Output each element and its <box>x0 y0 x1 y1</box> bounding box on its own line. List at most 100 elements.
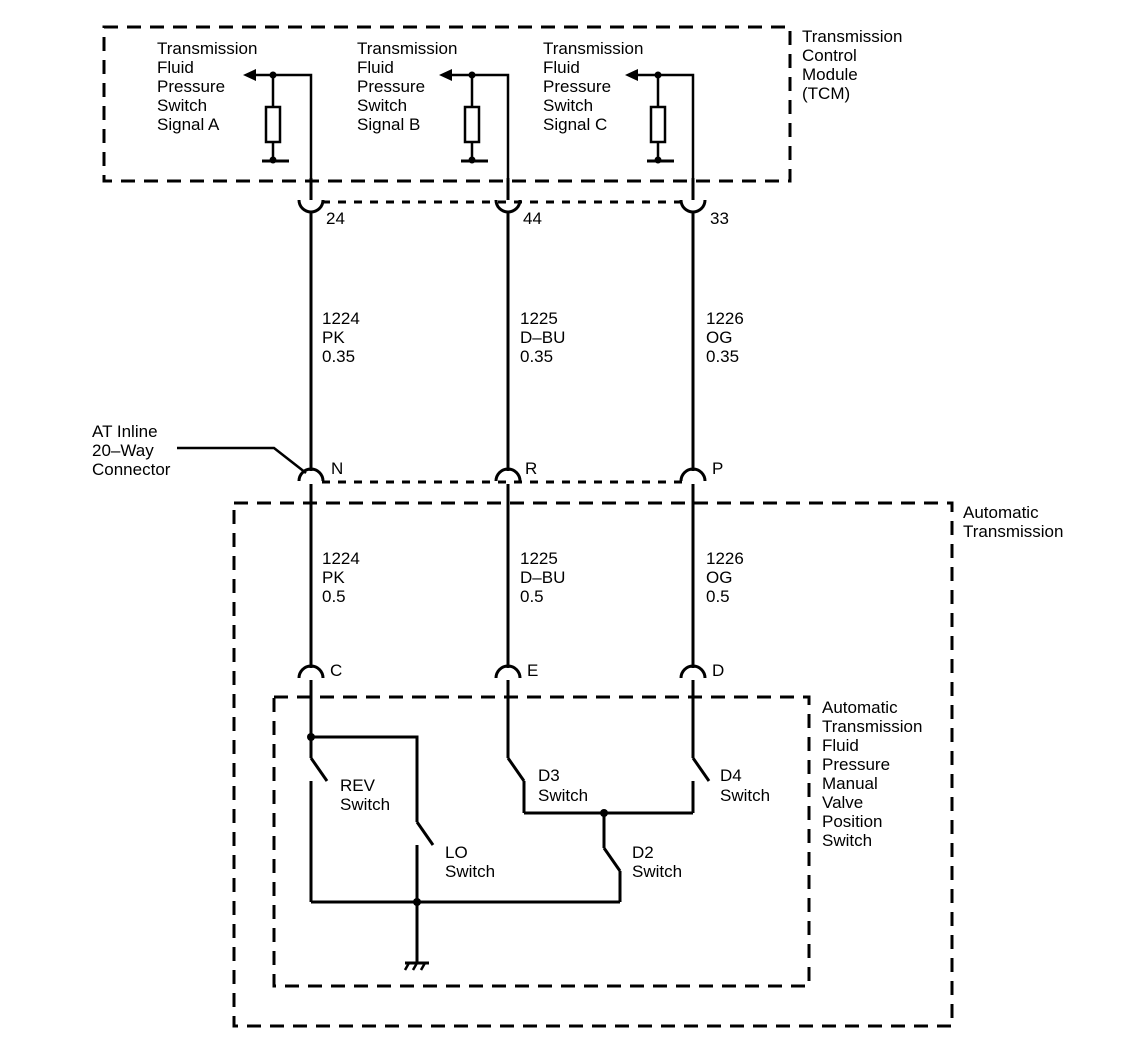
switch-assembly-label-line: Position <box>822 812 882 831</box>
transmission-label-line: Automatic <box>963 503 1039 522</box>
tcm-label: Transmission Control Module (TCM) <box>802 27 902 103</box>
switch-label-line: Switch <box>340 795 390 814</box>
switch-connector-pin-d: D <box>679 661 724 700</box>
signal-label-line: Switch <box>157 96 207 115</box>
d4-switch: D4 Switch <box>691 700 770 813</box>
transmission-box <box>232 501 954 1028</box>
pin-label: P <box>712 459 723 478</box>
inline-connector-pin-r: R <box>494 459 537 505</box>
signal-label-line: Switch <box>543 96 593 115</box>
switch-assembly-label: Automatic Transmission Fluid Pressure Ma… <box>822 698 922 850</box>
wire-color: D–BU <box>520 328 565 347</box>
switch-label-line: Switch <box>445 862 495 881</box>
switch-assembly-label-line: Fluid <box>822 736 859 755</box>
signal-label-line: Pressure <box>157 77 225 96</box>
pin-label: R <box>525 459 537 478</box>
switch-label-line: D2 <box>632 843 654 862</box>
pin-label: 33 <box>710 209 729 228</box>
inline-connector-pin-p: P <box>679 459 723 505</box>
wire-gauge: 0.35 <box>520 347 553 366</box>
wire-color: OG <box>706 328 732 347</box>
switch-assembly-box <box>272 695 811 988</box>
wire-color: D–BU <box>520 568 565 587</box>
transmission-label-line: Transmission <box>963 522 1063 541</box>
signal-label-line: Transmission <box>157 39 257 58</box>
signal-label-line: Transmission <box>357 39 457 58</box>
wire-1224-lower-label: 1224 PK 0.5 <box>322 549 360 606</box>
wire-gauge: 0.5 <box>322 587 346 606</box>
d3-switch: D3 Switch <box>506 700 588 813</box>
wire-color: PK <box>322 328 345 347</box>
inline-connector-pin-n: N <box>297 459 343 505</box>
signal-a-label: Transmission Fluid Pressure Switch Signa… <box>157 39 257 134</box>
switch-assembly-label-line: Automatic <box>822 698 898 717</box>
wire-1226-upper-label: 1226 OG 0.35 <box>706 309 744 366</box>
switch-contact-icon <box>415 821 435 846</box>
switch-contact-icon <box>602 847 622 872</box>
circuit-number: 1226 <box>706 549 744 568</box>
pin-label: D <box>712 661 724 680</box>
d2-switch: D2 Switch <box>602 813 682 902</box>
wire-1224-upper-label: 1224 PK 0.35 <box>322 309 360 366</box>
signal-label-line: Signal B <box>357 115 420 134</box>
wire-gauge: 0.35 <box>322 347 355 366</box>
circuit-number: 1225 <box>520 549 558 568</box>
switch-label-line: Switch <box>538 786 588 805</box>
tcm-box <box>102 25 792 183</box>
tcm-label-line: (TCM) <box>802 84 850 103</box>
signal-label-line: Pressure <box>357 77 425 96</box>
switch-assembly-label-line: Switch <box>822 831 872 850</box>
arrow-icon <box>439 69 452 81</box>
tcm-label-line: Module <box>802 65 858 84</box>
wire-gauge: 0.5 <box>706 587 730 606</box>
signal-label-line: Pressure <box>543 77 611 96</box>
pin-label: E <box>527 661 538 680</box>
pin-label: C <box>330 661 342 680</box>
arrow-icon <box>243 69 256 81</box>
signal-c-input-circuit <box>625 69 695 190</box>
wire-gauge: 0.35 <box>706 347 739 366</box>
pin-label: 24 <box>326 209 345 228</box>
tcm-label-line: Control <box>802 46 857 65</box>
signal-label-line: Fluid <box>357 58 394 77</box>
resistor-icon <box>649 105 667 144</box>
inline-connector-label: AT Inline 20–Way Connector <box>92 422 307 479</box>
switch-label-line: LO <box>445 843 468 862</box>
wire-1225-upper-label: 1225 D–BU 0.35 <box>520 309 565 366</box>
switch-contact-icon <box>691 757 711 782</box>
signal-c-label: Transmission Fluid Pressure Switch Signa… <box>543 39 643 134</box>
signal-b-input-circuit <box>439 69 510 190</box>
signal-label-line: Switch <box>357 96 407 115</box>
switch-label-line: REV <box>340 776 376 795</box>
circuit-number: 1226 <box>706 309 744 328</box>
switch-contact-icon <box>506 757 526 782</box>
signal-label-line: Fluid <box>157 58 194 77</box>
transmission-label: Automatic Transmission <box>963 503 1063 541</box>
signal-a-input-circuit <box>243 69 313 190</box>
resistor-icon <box>264 105 282 144</box>
signal-b-label: Transmission Fluid Pressure Switch Signa… <box>357 39 457 134</box>
leader-line <box>177 446 307 474</box>
signal-label-line: Transmission <box>543 39 643 58</box>
switch-assembly-label-line: Transmission <box>822 717 922 736</box>
switch-label-line: Switch <box>720 786 770 805</box>
switch-connector-pin-c: C <box>297 661 342 700</box>
switch-assembly-label-line: Valve <box>822 793 863 812</box>
circuit-number: 1224 <box>322 549 360 568</box>
signal-label-line: Signal C <box>543 115 607 134</box>
wire-color: OG <box>706 568 732 587</box>
chassis-ground-icon <box>403 961 429 971</box>
connector-label-line: Connector <box>92 460 171 479</box>
pin-label: 44 <box>523 209 542 228</box>
tcm-connector-pin-33: 33 <box>679 178 729 228</box>
wire-color: PK <box>322 568 345 587</box>
switch-label-line: Switch <box>632 862 682 881</box>
arrow-icon <box>625 69 638 81</box>
wire-gauge: 0.5 <box>520 587 544 606</box>
switch-label-line: D3 <box>538 766 560 785</box>
switch-label-line: D4 <box>720 766 742 785</box>
circuit-number: 1225 <box>520 309 558 328</box>
resistor-icon <box>463 105 481 144</box>
rev-switch: REV Switch <box>307 700 390 902</box>
